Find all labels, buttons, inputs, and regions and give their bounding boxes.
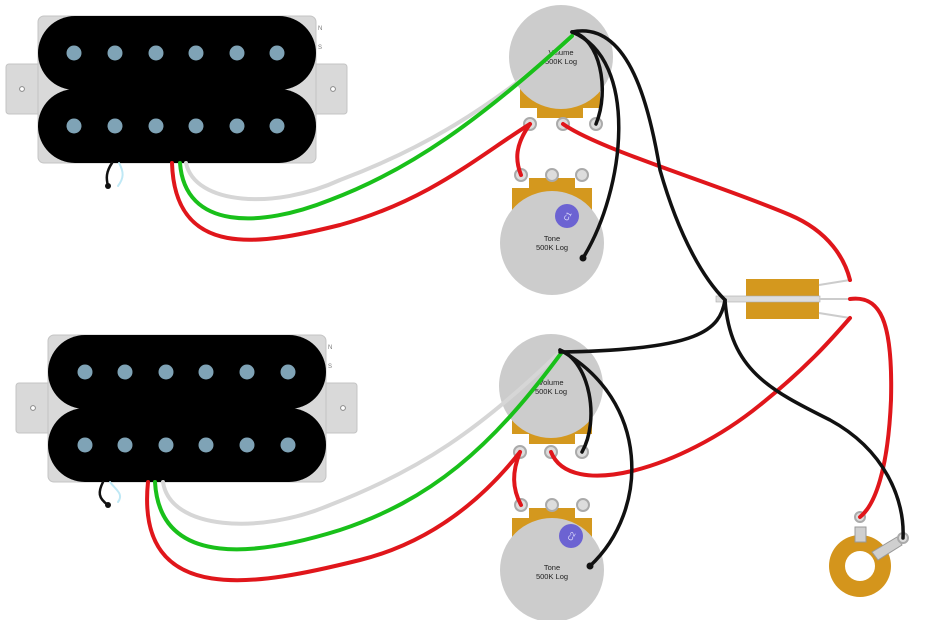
north-label: N	[318, 26, 322, 32]
pole-piece	[77, 364, 93, 380]
capacitor-label: C1	[563, 211, 574, 222]
pickup-coil-south	[38, 89, 316, 163]
wire-end	[105, 183, 111, 189]
switch-lug	[818, 312, 851, 319]
pot-label-line1: Tone	[544, 563, 560, 572]
pole-piece	[188, 118, 204, 134]
pole-piece	[229, 118, 245, 134]
pole-piece	[198, 364, 214, 380]
pole-piece	[77, 437, 93, 453]
capacitor-label: C2	[567, 531, 578, 542]
pole-pieces	[66, 45, 285, 134]
south-label: S	[328, 364, 332, 370]
wire-black	[570, 30, 621, 260]
wire-red	[512, 450, 523, 507]
pole-piece	[158, 437, 174, 453]
pot-label-line1: Volume	[548, 48, 573, 57]
mounting-hole	[340, 405, 346, 411]
wire-end	[105, 502, 111, 508]
output-jack	[829, 511, 909, 597]
pot-lug	[545, 498, 559, 512]
wire-white	[161, 348, 564, 526]
pole-piece	[158, 364, 174, 380]
tone-pot-neck: Tone 500K Log	[500, 168, 604, 295]
capacitor-c1: C1	[555, 204, 579, 228]
pole-piece	[239, 437, 255, 453]
mounting-hole	[30, 405, 36, 411]
wire-red	[515, 122, 532, 177]
pot-label-line1: Volume	[538, 378, 563, 387]
wire-white	[184, 33, 577, 202]
pole-piece	[117, 364, 133, 380]
wire-shield	[117, 162, 124, 187]
wire-bare	[105, 161, 114, 188]
volume-pot-neck: Volume 500K Log	[509, 5, 613, 131]
tone-pot-bridge: Tone 500K Log	[500, 498, 604, 620]
wires	[98, 29, 905, 583]
capacitor-c2: C2	[559, 524, 583, 548]
wire-bare	[98, 480, 110, 507]
wire-black	[558, 348, 634, 568]
pole-piece	[148, 118, 164, 134]
mounting-hole	[19, 86, 25, 92]
pole-piece	[66, 118, 82, 134]
pole-piece	[117, 437, 133, 453]
wire-black	[570, 29, 727, 302]
mounting-hole	[330, 86, 336, 92]
pole-piece	[188, 45, 204, 61]
pickup-coil-south	[48, 408, 326, 482]
pole-piece	[269, 45, 285, 61]
pole-piece	[148, 45, 164, 61]
wire-black	[723, 298, 905, 540]
wire-green	[153, 350, 564, 552]
pole-piece	[198, 437, 214, 453]
wire-red	[561, 122, 852, 282]
jack-sleeve-lug	[871, 536, 903, 561]
pole-piece	[239, 364, 255, 380]
pole-piece	[280, 437, 296, 453]
switch-lug	[818, 279, 851, 286]
wire-black	[558, 298, 727, 354]
pole-piece	[269, 118, 285, 134]
toggle-switch	[715, 279, 851, 319]
capacitor-body	[555, 204, 579, 228]
pickup-bridge: N S	[15, 334, 358, 483]
solder-point	[586, 562, 594, 570]
solder-point	[579, 254, 587, 262]
pickup-coil-north	[38, 16, 316, 90]
pickup-neck: N S	[5, 15, 348, 164]
pole-piece	[107, 118, 123, 134]
pole-piece	[229, 45, 245, 61]
pot-label-line1: Tone	[544, 234, 560, 243]
pole-piece	[280, 364, 296, 380]
pot-label-line2: 500K Log	[536, 572, 568, 581]
pot-lug	[576, 498, 590, 512]
wire-red	[848, 296, 894, 519]
jack-tip-lug	[854, 526, 867, 543]
pole-piece	[107, 45, 123, 61]
capacitor-body	[559, 524, 583, 548]
pole-piece	[66, 45, 82, 61]
pickup-coil-north	[48, 335, 326, 409]
pot-label-line2: 500K Log	[535, 387, 567, 396]
pot-label-line2: 500K Log	[545, 57, 577, 66]
pot-lug	[575, 168, 589, 182]
switch-shaft	[715, 295, 821, 303]
wire-red	[549, 316, 852, 478]
pot-label-line2: 500K Log	[536, 243, 568, 252]
south-label: S	[318, 45, 322, 51]
north-label: N	[328, 345, 332, 351]
pot-lug	[545, 168, 559, 182]
wire-red	[170, 122, 532, 242]
jack-hole	[845, 551, 875, 581]
wire-red	[145, 450, 522, 583]
wire-green	[178, 34, 574, 221]
pole-pieces	[77, 364, 296, 453]
wire-shield	[109, 481, 122, 503]
